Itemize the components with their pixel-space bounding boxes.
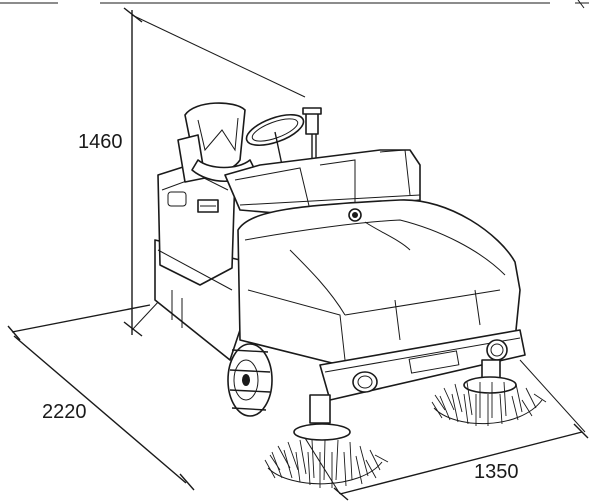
page-border-marks xyxy=(0,0,589,9)
sweeper-machine xyxy=(154,102,547,488)
left-side-brush xyxy=(264,423,389,488)
right-side-brush xyxy=(431,376,547,426)
height-dimension: 1460 xyxy=(78,7,306,337)
length-dimension: 2220 xyxy=(7,304,195,491)
height-label: 1460 xyxy=(78,131,123,153)
width-label: 1350 xyxy=(474,461,519,483)
width-dimension: 1350 xyxy=(299,359,589,501)
length-label: 2220 xyxy=(42,401,87,423)
